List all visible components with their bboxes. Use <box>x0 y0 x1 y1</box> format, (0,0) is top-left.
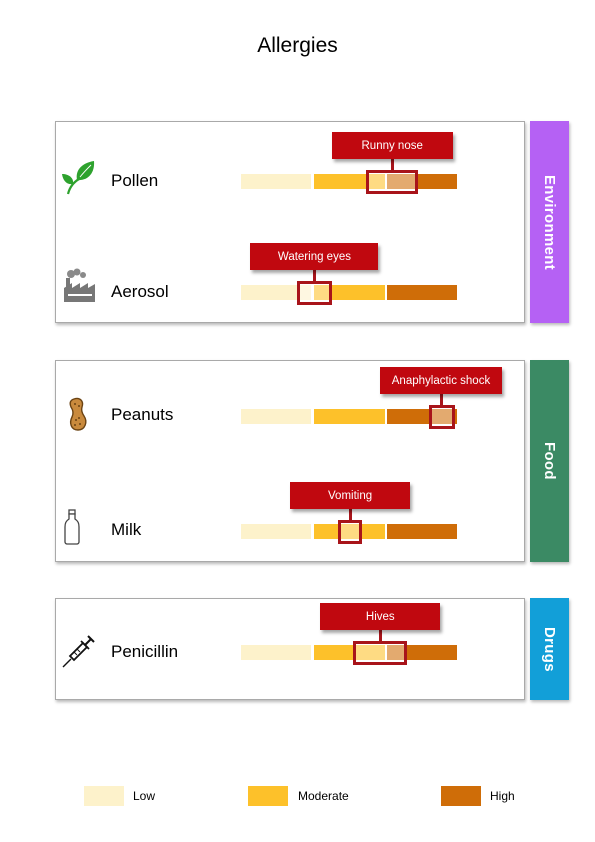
callout-stem <box>378 628 382 642</box>
severity-range-marker <box>428 404 455 429</box>
legend-swatch-high <box>441 786 481 806</box>
severity-segment-moderate <box>314 524 385 539</box>
group-label-food: Food <box>541 442 558 480</box>
callout-stem <box>312 268 316 282</box>
severity-segment-low <box>241 174 312 189</box>
legend-swatch-moderate <box>248 786 288 806</box>
severity-segment-low <box>241 285 312 300</box>
severity-range-marker <box>297 280 332 305</box>
peanut-icon <box>60 396 98 432</box>
severity-segment-low <box>241 645 312 660</box>
severity-segment-high <box>386 524 457 539</box>
legend-label-moderate: Moderate <box>298 789 349 803</box>
severity-range-marker <box>338 519 362 544</box>
callout-stem <box>390 157 394 171</box>
severity-range-marker <box>353 640 408 665</box>
allergen-name: Penicillin <box>111 642 179 661</box>
allergen-name: Pollen <box>111 171 159 190</box>
symptom-callout: Vomiting <box>290 482 411 509</box>
severity-segment-moderate <box>314 285 385 300</box>
group-label-environment: Environment <box>541 174 558 270</box>
allergen-name: Milk <box>111 520 142 539</box>
allergen-row-penicillin: Penicillin <box>0 0 595 668</box>
severity-segment-moderate <box>314 645 385 660</box>
allergen-name: Peanuts <box>111 405 174 424</box>
symptom-callout: Runny nose <box>331 132 453 159</box>
severity-segment-high <box>386 409 457 424</box>
group-tab-environment: Environment <box>530 121 569 323</box>
leaf-icon <box>60 160 98 196</box>
callout-stem <box>348 507 352 521</box>
severity-range-marker <box>366 169 419 194</box>
page-title: Allergies <box>257 34 338 57</box>
group-label-drugs: Drugs <box>541 626 558 672</box>
legend-label-high: High <box>490 789 515 803</box>
symptom-callout: Anaphylactic shock <box>380 367 502 394</box>
milk-bottle-icon <box>60 509 98 545</box>
legend-label-low: Low <box>133 789 156 803</box>
legend-swatch-low <box>84 786 124 806</box>
symptom-callout: Watering eyes <box>250 243 379 270</box>
callout-stem <box>440 392 444 406</box>
severity-segment-high <box>386 285 457 300</box>
group-tab-food: Food <box>530 360 569 562</box>
severity-segment-high <box>386 174 457 189</box>
severity-segment-low <box>241 409 312 424</box>
allergen-row-pollen: Pollen <box>0 0 595 195</box>
allergen-name: Aerosol <box>111 282 169 301</box>
symptom-callout: Hives <box>320 603 441 630</box>
allergen-row-peanuts: Peanuts <box>0 0 595 431</box>
severity-segment-moderate <box>314 409 385 424</box>
group-tab-drugs: Drugs <box>530 598 569 700</box>
severity-segment-low <box>241 524 312 539</box>
factory-icon <box>60 268 98 304</box>
allergen-row-milk: Milk <box>0 0 595 545</box>
syringe-icon <box>60 633 98 669</box>
allergen-row-aerosol: Aerosol <box>0 0 595 302</box>
